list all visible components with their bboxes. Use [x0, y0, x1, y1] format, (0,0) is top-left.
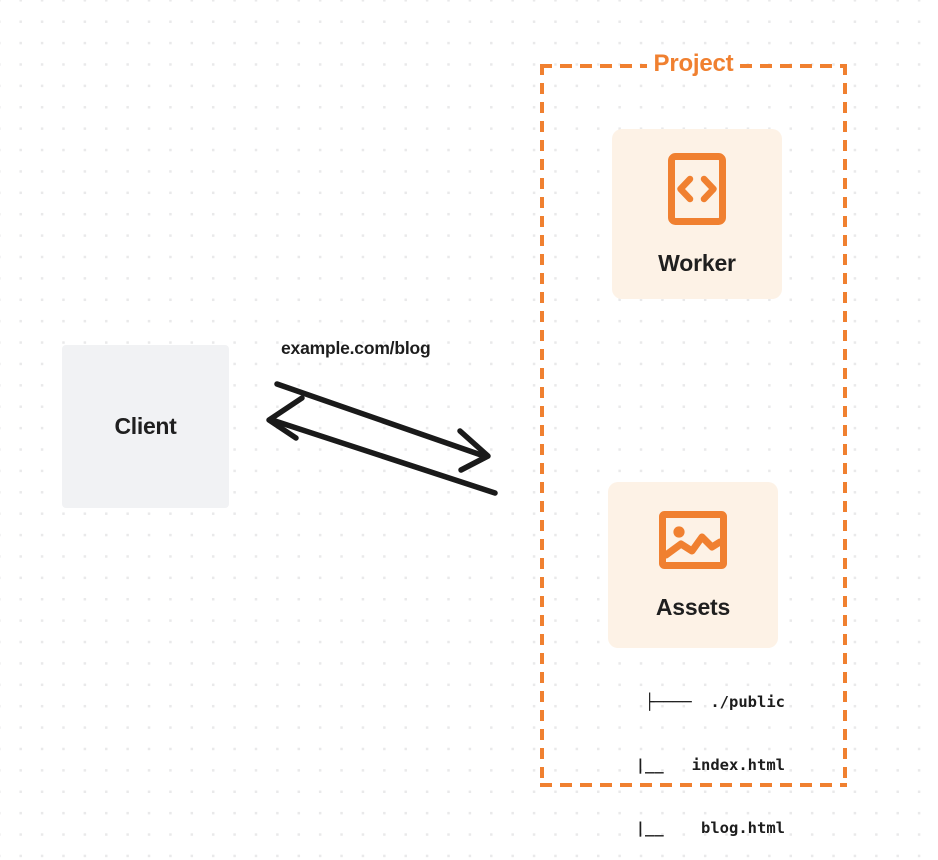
project-border-right [843, 64, 847, 787]
worker-node[interactable]: Worker [612, 129, 782, 299]
project-group: Project [540, 52, 847, 787]
tree-line-index: |__ index.html [589, 756, 785, 774]
project-border-bottom [540, 783, 847, 787]
assets-node-label: Assets [655, 594, 731, 620]
code-document-icon [668, 153, 726, 230]
asset-file-tree: ├──── ./public |__ index.html |__ blog.h… [560, 650, 785, 860]
image-picture-icon [659, 511, 727, 574]
tree-line-root: ├──── ./public [645, 693, 785, 711]
client-node-label: Client [114, 413, 177, 439]
client-node[interactable]: Client [62, 345, 229, 508]
connector-label: example.com/blog [281, 338, 431, 358]
tree-line-blog: |__ blog.html [589, 819, 785, 837]
project-border-left [540, 64, 544, 787]
request-arrow [274, 381, 491, 473]
assets-node[interactable]: Assets [608, 482, 778, 648]
project-group-label: Project [646, 52, 741, 76]
worker-node-label: Worker [658, 250, 736, 276]
response-arrow [266, 395, 498, 496]
